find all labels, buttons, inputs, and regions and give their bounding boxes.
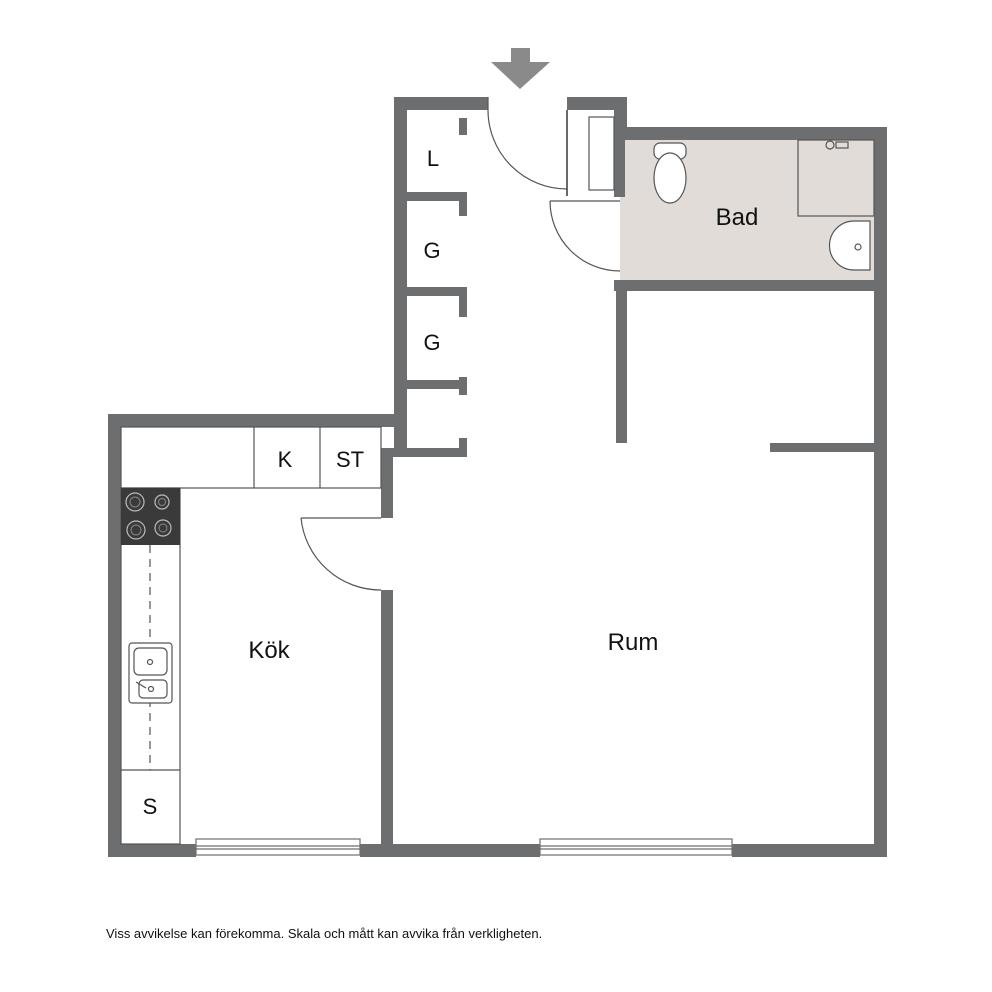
room-label-kok: Kök [248,637,290,664]
outer-walls [108,97,887,857]
disclaimer-text: Viss avvikelse kan förekomma. Skala och … [106,926,543,941]
kitchen-label-fridge: K [278,447,293,472]
kitchen-counter-top [120,426,382,489]
room-label-rum: Rum [608,629,659,656]
window-room [539,838,733,856]
shower-icon [797,139,875,217]
bathroom-sink-icon [828,220,871,271]
toilet-icon [653,142,687,204]
closet-label-wardrobe-2: G [423,330,440,355]
hall-cabinet [588,116,615,191]
interior-walls [381,97,887,852]
kitchen-label-freezer: ST [336,447,364,472]
closet-fronts [407,196,459,291]
door-kitchen[interactable] [300,517,382,591]
door-entrance[interactable] [487,97,568,196]
stove-icon [121,488,180,545]
kitchen-label-storage: S [143,794,158,819]
kitchen-sink-icon [128,642,173,704]
room-label-bad: Bad [716,204,759,231]
entrance-arrow-icon [491,48,550,89]
closet-label-wardrobe-1: G [423,238,440,263]
door-bathroom[interactable] [549,200,621,272]
window-kitchen [195,838,361,856]
closet-label-linen: L [427,146,439,171]
